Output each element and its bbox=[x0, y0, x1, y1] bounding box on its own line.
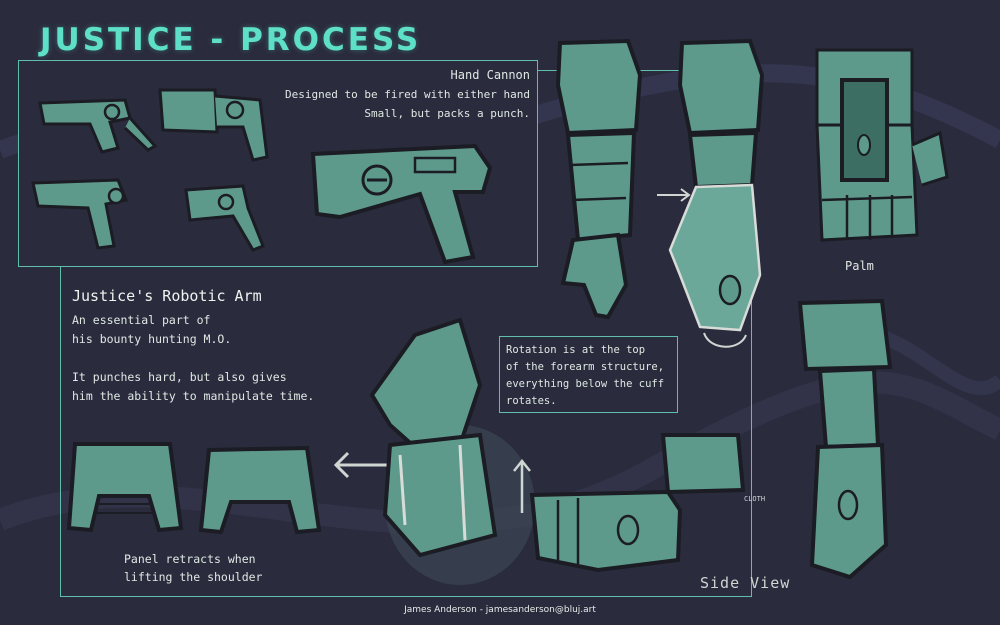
credit-line: James Anderson - jamesanderson@bluj.art bbox=[404, 605, 596, 615]
arm-front-sketch bbox=[555, 38, 643, 320]
rotation-note-line-4: rotates. bbox=[506, 395, 557, 407]
lift-arrow-icon bbox=[513, 458, 531, 513]
panel-note-line-1: Panel retracts when bbox=[124, 552, 256, 566]
shoulder-arm-sketch bbox=[369, 317, 535, 585]
robotic-arm-line-1: An essential part of bbox=[72, 313, 211, 327]
robotic-arm-heading: Justice's Robotic Arm bbox=[72, 287, 262, 305]
arm-rotated-sketch bbox=[668, 38, 765, 332]
robotic-arm-line-4: him the ability to manipulate time. bbox=[72, 389, 315, 403]
hand-cannon-line-2: Small, but packs a punch. bbox=[364, 107, 530, 120]
side-view-fist-sketch bbox=[529, 433, 746, 573]
robotic-arm-description: Justice's Robotic Arm An essential part … bbox=[72, 287, 314, 406]
hand-cannon-caption: Hand Cannon Designed to be fired with ei… bbox=[285, 66, 530, 123]
gun-sketch-2 bbox=[158, 88, 269, 162]
cloth-label: CLOTH bbox=[744, 495, 766, 503]
robotic-arm-line-3: It punches hard, but also gives bbox=[72, 370, 287, 384]
hand-cannon-heading: Hand Cannon bbox=[450, 68, 530, 82]
palm-label: Palm bbox=[845, 259, 874, 273]
robotic-arm-line-2: his bounty hunting M.O. bbox=[72, 332, 232, 346]
rotation-note-line-3: everything below the cuff bbox=[506, 378, 665, 390]
panel-note-line-2: lifting the shoulder bbox=[124, 570, 263, 584]
rotation-arrow-icon bbox=[657, 188, 691, 202]
side-view-label: Side View bbox=[700, 574, 791, 592]
gun-sketch-1 bbox=[38, 98, 158, 154]
rotation-note-line-2: of the forearm structure, bbox=[506, 361, 665, 373]
side-view-arm-sketch bbox=[797, 298, 893, 580]
palm-sketch bbox=[815, 48, 949, 242]
rotation-note: Rotation is at the top of the forearm st… bbox=[499, 336, 678, 413]
page-title: JUSTICE - PROCESS bbox=[40, 22, 422, 58]
hand-cannon-line-1: Designed to be fired with either hand bbox=[284, 88, 530, 101]
gun-sketch-3 bbox=[31, 178, 129, 250]
panel-retract-note: Panel retracts when lifting the shoulder bbox=[124, 550, 262, 586]
rotation-note-line-1: Rotation is at the top bbox=[506, 344, 646, 356]
gun-sketch-large bbox=[310, 143, 493, 265]
shoulder-panel-1 bbox=[66, 442, 184, 533]
gun-sketch-4 bbox=[184, 184, 265, 252]
rotation-curve-icon bbox=[703, 332, 747, 348]
shoulder-panel-2 bbox=[198, 445, 322, 535]
